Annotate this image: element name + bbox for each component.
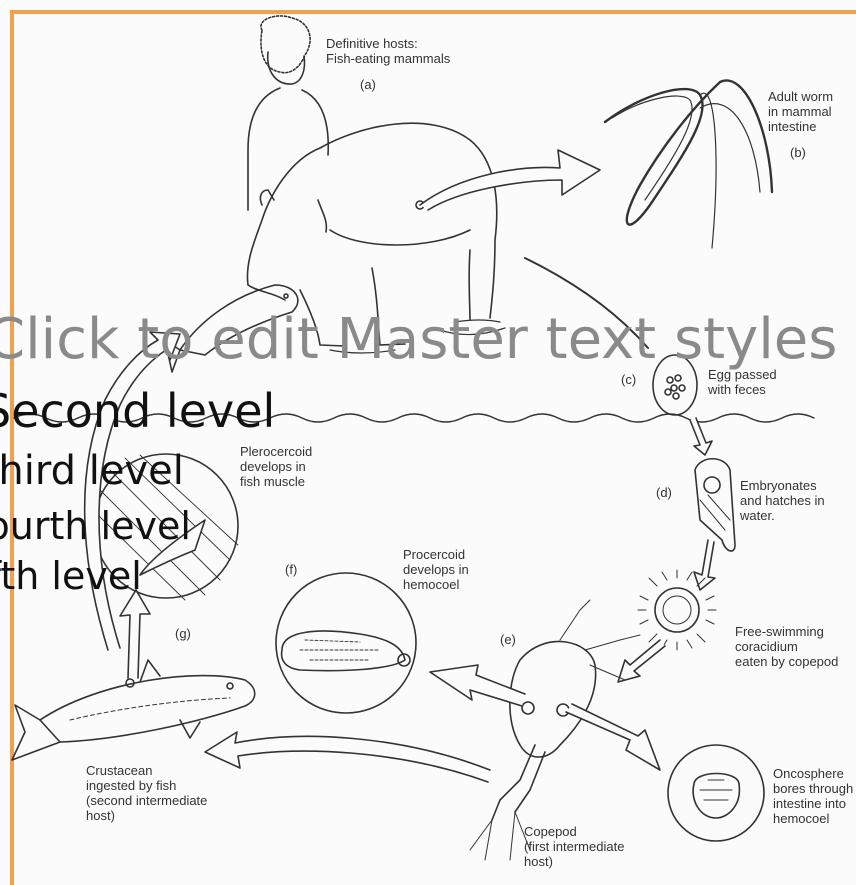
label-d: (d) bbox=[656, 485, 672, 500]
label-oncosphere: Oncosphere bores through intestine into … bbox=[773, 766, 853, 826]
placeholder-level-4[interactable]: Fourth level bbox=[0, 503, 191, 549]
human-figure bbox=[248, 16, 328, 210]
label-f: (f) bbox=[285, 562, 297, 577]
label-e: (e) bbox=[500, 632, 516, 647]
label-g: (g) bbox=[175, 626, 191, 641]
placeholder-level-2[interactable]: Second level bbox=[0, 384, 275, 438]
oncosphere bbox=[668, 745, 764, 841]
label-coracidium: Free-swimming coracidium eaten by copepo… bbox=[735, 624, 838, 669]
label-a: (a) bbox=[360, 77, 376, 92]
label-plerocercoid: Plerocercoid develops in fish muscle bbox=[240, 444, 312, 489]
procercoid bbox=[276, 573, 416, 713]
placeholder-title[interactable]: Click to edit Master text styles bbox=[0, 306, 837, 374]
label-adult-worm: Adult worm in mammal intestine bbox=[768, 89, 833, 134]
label-b: (b) bbox=[790, 145, 806, 160]
adult-worm bbox=[605, 80, 772, 248]
placeholder-level-3[interactable]: Third level bbox=[0, 447, 184, 495]
label-crustacean: Crustacean ingested by fish (second inte… bbox=[86, 763, 207, 823]
label-procercoid: Procercoid develops in hemocoel bbox=[403, 547, 469, 592]
label-c: (c) bbox=[621, 372, 636, 387]
label-copepod: Copepod (first intermediate host) bbox=[524, 824, 624, 869]
embryonated-egg bbox=[695, 459, 735, 551]
label-definitive-hosts: Definitive hosts: Fish-eating mammals bbox=[326, 36, 450, 66]
label-embryonates: Embryonates and hatches in water. bbox=[740, 478, 825, 523]
placeholder-level-5[interactable]: Fifth level bbox=[0, 553, 142, 599]
